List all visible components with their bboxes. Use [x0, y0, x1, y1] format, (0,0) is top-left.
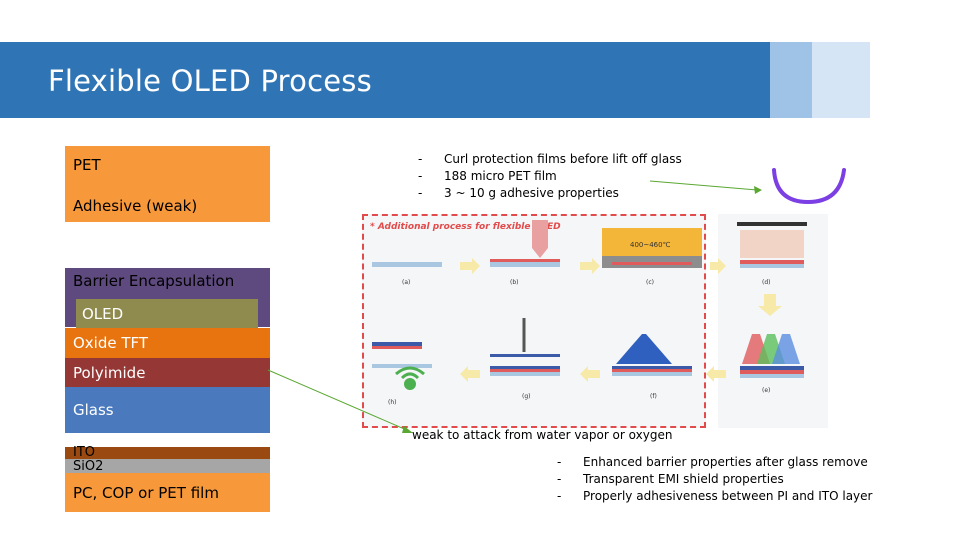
arrow-icon: [706, 366, 726, 382]
layer-pc-film: PC, COP or PET film: [65, 473, 270, 512]
layer-label-pet: PET: [73, 156, 101, 174]
arrow-head-icon: [754, 186, 762, 194]
layer-label-barrier: Barrier Encapsulation: [73, 272, 235, 290]
step-label: (e): [762, 387, 770, 394]
list-item: - Transparent EMI shield properties: [557, 472, 784, 486]
layer-label-adhesive: Adhesive (weak): [73, 197, 198, 215]
layer-ito: ITO: [65, 445, 270, 460]
arrow-icon: [710, 258, 726, 274]
title-bar: [0, 42, 820, 118]
step-label: (d): [762, 279, 771, 286]
layer-label-ito: ITO: [73, 445, 96, 460]
step-label: (h): [388, 399, 396, 406]
step-label: (f): [650, 393, 657, 400]
step-c-furnace: [602, 228, 702, 268]
step-f-encapsulating: [612, 334, 692, 376]
step-h-laser-lift-off: [372, 342, 432, 390]
layer-label-oled: OLED: [82, 304, 124, 323]
slide-title: Flexible OLED Process: [48, 64, 372, 98]
layer-label-polyimide: Polyimide: [73, 363, 146, 382]
vapor-note: weak to attack from water vapor or oxyge…: [412, 428, 673, 442]
layer-label-pc-film: PC, COP or PET film: [73, 483, 219, 502]
step-label: (b): [510, 279, 519, 286]
process-illustration: 400~460℃ (a) (b) (c) (d): [372, 220, 807, 406]
layer-oxide-tft: Oxide TFT: [65, 328, 270, 358]
bottom-notes-list: - Enhanced barrier properties after glas…: [557, 454, 872, 505]
process-figure-header: * Additional process for flexible OLED: [370, 222, 561, 232]
furnace-temp: 400~460℃: [630, 241, 671, 249]
layer-label-glass: Glass: [73, 401, 114, 419]
list-item: - 188 micro PET film: [418, 169, 557, 183]
arrow-icon: [580, 366, 600, 382]
list-item: - 3 ~ 10 g adhesive properties: [418, 186, 619, 200]
step-label: (g): [522, 393, 531, 400]
arrow-icon: [460, 258, 480, 274]
layer-label-oxide-tft: Oxide TFT: [73, 334, 149, 352]
arrow-head-icon: [402, 426, 413, 433]
pet-adhesive-block: [65, 146, 270, 222]
step-g-lifting: [490, 318, 560, 376]
step-e-color-patterning: [740, 334, 804, 378]
list-item: - Properly adhesiveness between PI and I…: [557, 489, 873, 503]
title-bar-accent: [770, 42, 812, 118]
step-d-tft: [737, 222, 807, 268]
step-label: (a): [402, 279, 410, 286]
title-bar-accent-light: [812, 42, 870, 118]
top-notes-list: - Curl protection films before lift off …: [418, 151, 682, 202]
layer-label-sio2: SiO2: [73, 458, 104, 474]
list-item: - Enhanced barrier properties after glas…: [557, 455, 868, 469]
arrow-icon: [580, 258, 600, 274]
layer-glass: Glass: [65, 387, 270, 433]
layer-oled: OLED: [76, 299, 258, 328]
layer-sio2: SiO2: [65, 458, 270, 474]
step-a-glass: [372, 262, 442, 267]
step-b-slot-coating: [490, 220, 560, 267]
arrow-icon: [460, 366, 480, 382]
curl-icon: [772, 168, 846, 205]
connector-line: [267, 369, 410, 432]
down-arrow-icon: [758, 294, 782, 316]
list-item: - Curl protection films before lift off …: [418, 152, 682, 166]
connector-line: [649, 180, 758, 191]
step-label: (c): [646, 279, 654, 286]
layer-polyimide: Polyimide: [65, 358, 270, 387]
